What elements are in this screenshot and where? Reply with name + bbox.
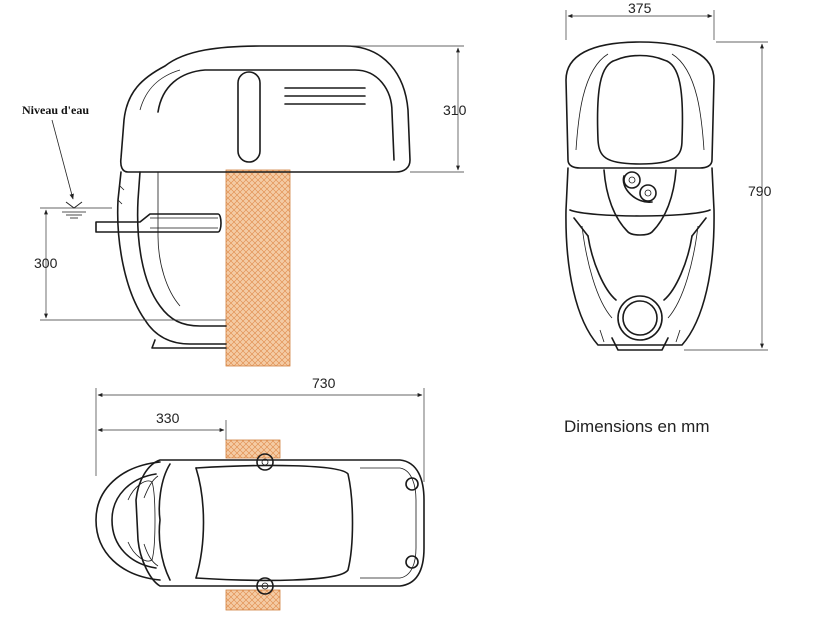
front-view-outlet xyxy=(617,295,663,341)
water-level-marker xyxy=(40,119,112,219)
front-height-label: 790 xyxy=(748,183,772,199)
top-view-wall-lower xyxy=(225,589,281,611)
units-caption: Dimensions en mm xyxy=(564,417,710,436)
vent-slots xyxy=(284,87,366,105)
top-view-body xyxy=(135,459,425,587)
front-view: 375 790 xyxy=(565,0,772,351)
top-view: 730 330 xyxy=(95,375,425,611)
top-length-label: 730 xyxy=(312,375,336,391)
top-view-wall-upper xyxy=(225,439,281,459)
water-level-label: Niveau d'eau xyxy=(22,103,89,117)
side-view-body xyxy=(119,45,411,173)
front-width-label: 375 xyxy=(628,0,652,16)
side-height-top-label: 310 xyxy=(443,102,467,118)
side-view-wall xyxy=(225,169,291,367)
side-view: Niveau d'eau 300 310 xyxy=(22,45,467,367)
side-height-bottom-label: 300 xyxy=(34,255,58,271)
front-view-lid xyxy=(565,41,715,169)
top-offset-label: 330 xyxy=(156,410,180,426)
